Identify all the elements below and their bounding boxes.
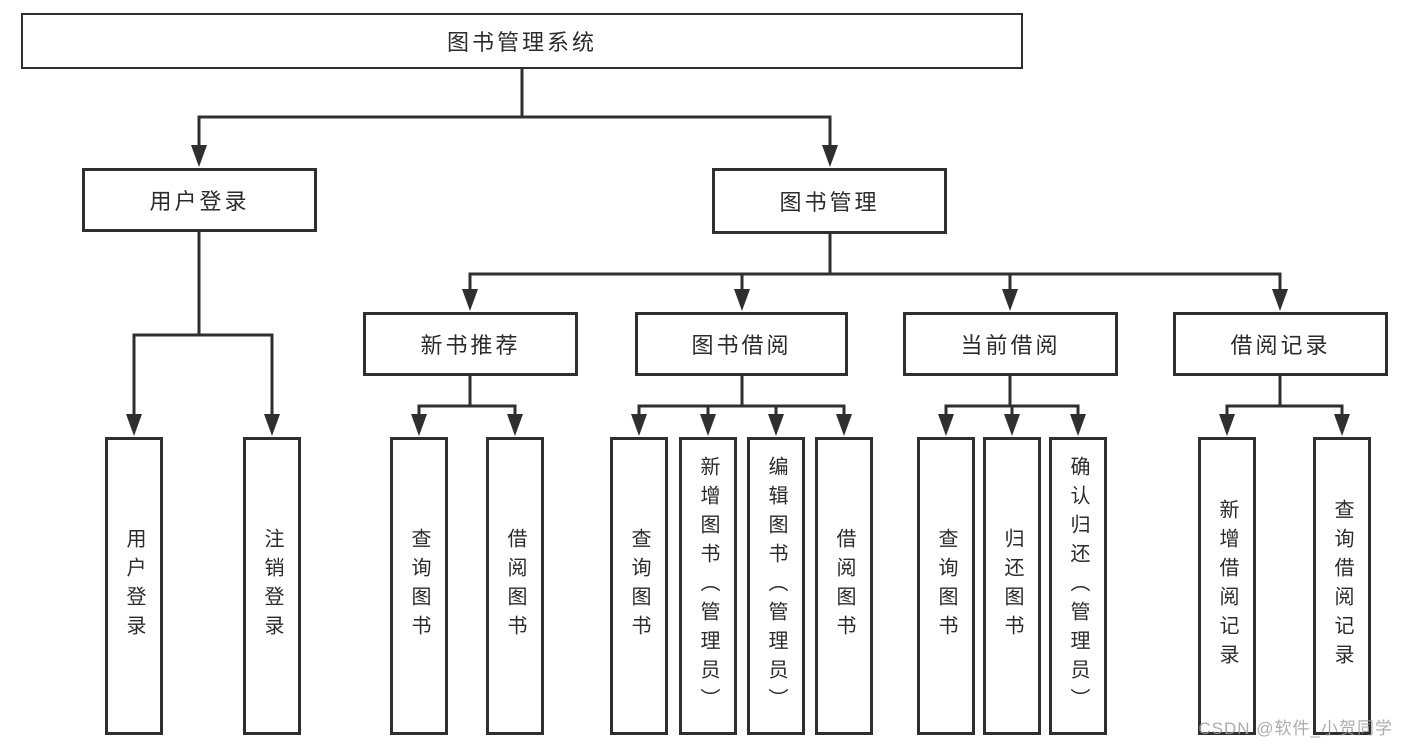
leaf-user-login: 用户登录: [105, 437, 163, 735]
leaf-query-books-borrow: 查询图书: [610, 437, 668, 735]
leaf-add-borrow-record-label: 新增借阅记录: [1216, 499, 1238, 673]
arrowheads: [126, 145, 1350, 436]
node-current-borrowing: 当前借阅: [903, 312, 1118, 376]
leaf-query-books-recommend-label: 查询图书: [408, 528, 430, 644]
leaf-query-books-borrow-label: 查询图书: [628, 528, 650, 644]
leaf-return-book: 归还图书: [983, 437, 1041, 735]
leaf-borrow-books-borrow-label: 借阅图书: [833, 528, 855, 644]
leaf-edit-book-admin-label: 编辑图书（管理员）: [765, 455, 787, 717]
leaf-confirm-return-admin-label: 确认归还（管理员）: [1067, 455, 1089, 717]
leaf-borrow-books-recommend: 借阅图书: [486, 437, 544, 735]
leaf-edit-book-admin: 编辑图书（管理员）: [747, 437, 805, 735]
leaf-query-books-current-label: 查询图书: [935, 528, 957, 644]
leaf-add-borrow-record: 新增借阅记录: [1198, 437, 1256, 735]
leaf-user-login-label: 用户登录: [123, 528, 145, 644]
leaf-query-borrow-record-label: 查询借阅记录: [1331, 499, 1353, 673]
leaf-confirm-return-admin: 确认归还（管理员）: [1049, 437, 1107, 735]
leaf-query-borrow-record: 查询借阅记录: [1313, 437, 1371, 735]
node-new-book-recommend: 新书推荐: [363, 312, 578, 376]
csdn-watermark: CSDN @软件_小贺同学: [1198, 719, 1393, 738]
node-root: 图书管理系统: [21, 13, 1023, 69]
node-borrowing-records: 借阅记录: [1173, 312, 1388, 376]
leaf-borrow-books-recommend-label: 借阅图书: [504, 528, 526, 644]
node-book-management: 图书管理: [712, 168, 947, 234]
leaf-borrow-books-borrow: 借阅图书: [815, 437, 873, 735]
leaf-logout-label: 注销登录: [261, 528, 283, 644]
leaf-logout: 注销登录: [243, 437, 301, 735]
leaf-return-book-label: 归还图书: [1001, 528, 1023, 644]
leaf-query-books-current: 查询图书: [917, 437, 975, 735]
leaf-add-book-admin: 新增图书（管理员）: [679, 437, 737, 735]
node-book-borrowing: 图书借阅: [635, 312, 848, 376]
leaf-query-books-recommend: 查询图书: [390, 437, 448, 735]
leaf-add-book-admin-label: 新增图书（管理员）: [697, 455, 719, 717]
node-user-login: 用户登录: [82, 168, 317, 232]
